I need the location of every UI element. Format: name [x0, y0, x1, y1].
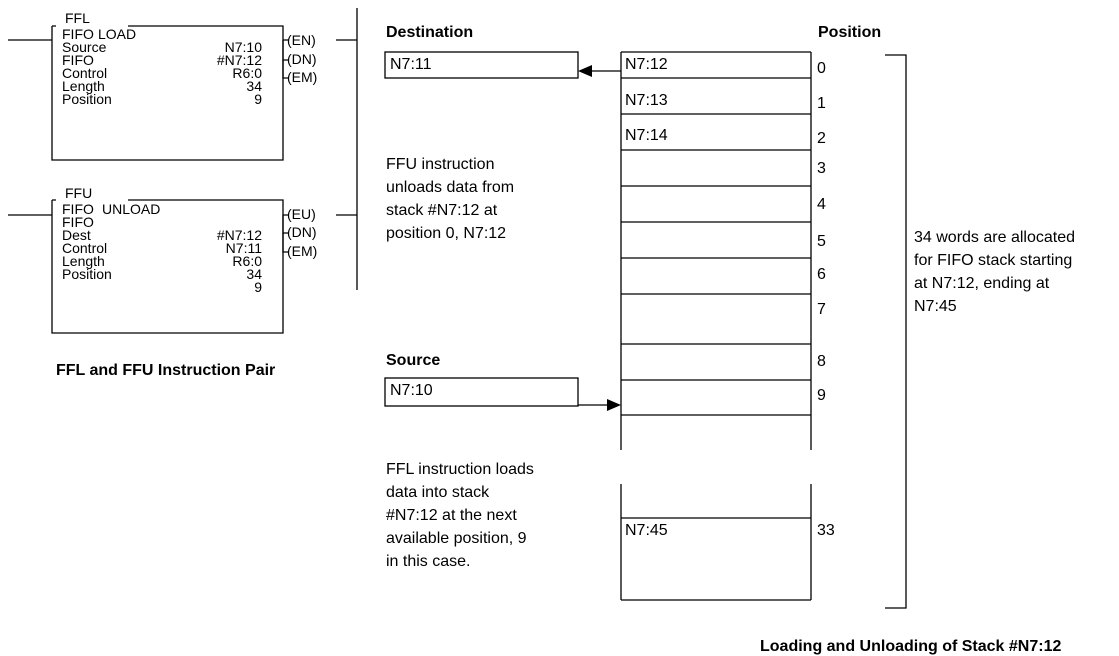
ffu-note: FFU instruction unloads data from stack … [386, 153, 514, 245]
ffl-label-source: Source [62, 39, 107, 55]
ffu-value-position: 9 [254, 279, 262, 295]
ffl-header-left: FIFO [62, 26, 94, 42]
ffl-label-fifo: FIFO [62, 52, 94, 68]
ffl-note-line: in this case. [386, 553, 471, 570]
ffu-value-dest: N7:11 [225, 240, 262, 256]
stack-position-4: 4 [817, 196, 826, 213]
stack-position-0: 0 [817, 60, 826, 77]
ffl-label-length: Length [62, 78, 105, 94]
ffu-output-eu: (EU) [287, 206, 316, 222]
ffu-label-fifo: FIFO [62, 214, 94, 230]
ffu-header-right: UNLOAD [102, 201, 161, 217]
source-heading: Source [386, 352, 441, 369]
ffu-value-length: 34 [246, 266, 262, 282]
ffu-output-dn: (DN) [287, 224, 317, 240]
ffu-note-line: unloads data from [386, 179, 515, 196]
ffu-box [51, 199, 284, 334]
bracket-note-line: N7:45 [914, 298, 957, 315]
bracket-note-line: 34 words are allocated [914, 229, 1075, 246]
ffu-em-wire [282, 233, 289, 253]
ffu-header-left: FIFO [62, 201, 94, 217]
position-heading: Position [818, 24, 882, 41]
stack-position-6: 6 [817, 266, 826, 283]
load-arrowhead [607, 399, 621, 411]
bracket-note: 34 words are allocated for FIFO stack st… [914, 226, 1075, 318]
stack-cell-last: N7:45 [625, 522, 668, 539]
stack-caption: Loading and Unloading of Stack #N7:12 [760, 638, 1062, 655]
destination-value: N7:11 [390, 56, 432, 73]
stack-cell-0: N7:12 [625, 56, 668, 73]
ffl-note-line: FFL instruction loads [386, 461, 534, 478]
ffl-tag: FFL [62, 11, 93, 25]
ffl-value-length: 34 [246, 78, 262, 94]
ffu-note-line: position 0, N7:12 [386, 225, 507, 242]
ffl-note-line: #N7:12 at the next [386, 507, 517, 524]
bracket-note-line: for FIFO stack starting [914, 252, 1073, 269]
ffl-output-en: (EN) [287, 32, 316, 48]
ffl-header-right: LOAD [98, 26, 137, 42]
destination-heading: Destination [386, 24, 474, 41]
ffl-value-fifo: #N7:12 [216, 52, 262, 68]
ffu-label-length: Length [62, 253, 105, 269]
ffu-note-line: FFU instruction [386, 156, 495, 173]
stack-position-8: 8 [817, 353, 826, 370]
stack-position-2: 2 [817, 130, 826, 147]
ffu-label-dest: Dest [62, 227, 91, 243]
ffl-output-em: (EM) [287, 69, 318, 85]
unload-arrowhead [578, 65, 592, 77]
ffl-output-dn: (DN) [287, 51, 317, 67]
ffl-note-line: data into stack [386, 484, 490, 501]
ffl-value-source: N7:10 [224, 39, 262, 55]
ffl-label-position: Position [62, 91, 112, 107]
instruction-pair-caption: FFL and FFU Instruction Pair [56, 362, 276, 379]
ffl-value-position: 9 [254, 91, 262, 107]
stack-bracket [885, 54, 907, 609]
ffu-value-fifo: #N7:12 [216, 227, 262, 243]
stack-position-1: 1 [817, 95, 826, 112]
stack-cell-2: N7:14 [625, 127, 668, 144]
stack-position-last: 33 [817, 522, 835, 539]
ffl-note: FFL instruction loads data into stack #N… [386, 458, 534, 573]
ffl-em-wire [282, 60, 289, 79]
ffl-label-control: Control [62, 65, 108, 81]
ffu-value-control: R6:0 [232, 253, 262, 269]
source-box [384, 377, 579, 407]
stack-position-3: 3 [817, 160, 826, 177]
destination-box [384, 51, 579, 79]
stack-position-9: 9 [817, 387, 826, 404]
source-value: N7:10 [390, 382, 433, 399]
bracket-note-line: at N7:12, ending at [914, 275, 1050, 292]
ffl-value-control: R6:0 [232, 65, 262, 81]
ffu-tag: FFU [62, 186, 96, 200]
stack-position-7: 7 [817, 301, 826, 318]
ffu-label-control: Control [62, 240, 108, 256]
ffu-label-position: Position [62, 266, 112, 282]
ffl-box [51, 25, 284, 161]
stack-cell-1: N7:13 [625, 92, 668, 109]
ffu-output-em: (EM) [287, 243, 318, 259]
ffl-note-line: available position, 9 [386, 530, 527, 547]
stack-position-5: 5 [817, 233, 826, 250]
ffu-note-line: stack #N7:12 at [386, 202, 498, 219]
